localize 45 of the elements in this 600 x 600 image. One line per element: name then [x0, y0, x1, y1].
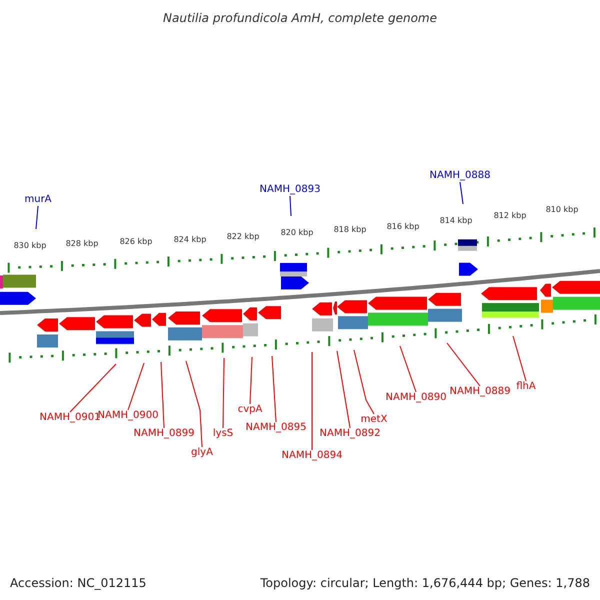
gene-label: murA — [24, 194, 52, 206]
leader-line — [290, 196, 292, 216]
leader-line — [400, 346, 416, 392]
gene-label: metX — [360, 414, 388, 426]
leader-line — [70, 364, 116, 412]
gene-label: lysS — [212, 428, 234, 440]
tick-label: 814 kbp — [440, 216, 472, 226]
tick-label: 816 kbp — [386, 222, 420, 232]
leader-line — [512, 336, 526, 382]
tick-label: 824 kbp — [174, 235, 206, 245]
leader-line — [160, 362, 164, 428]
leader-line — [336, 350, 350, 428]
gene-label: NAMH_0890 — [386, 392, 446, 404]
tick-label: 818 kbp — [334, 225, 366, 235]
gene-label: NAMH_0899 — [134, 428, 194, 440]
gene-label: NAMH_0888 — [430, 170, 490, 182]
leader-line — [222, 358, 224, 428]
leader-line — [128, 362, 144, 410]
footer-text: Topology: circular; Length: 1,676,444 bp; Genes: 1,788 — [260, 576, 590, 590]
gene-label: NAMH_0900 — [98, 410, 158, 422]
tick-label: 812 kbp — [494, 211, 526, 221]
tick-label: 826 kbp — [120, 237, 152, 247]
leader-line — [186, 360, 202, 448]
tick-label: 830 kbp — [14, 241, 46, 251]
leader-line — [272, 356, 276, 422]
leader-line — [36, 206, 38, 230]
tick-label: 828 kbp — [66, 239, 98, 249]
gene-label: cvpA — [238, 404, 262, 416]
leader-line — [446, 342, 480, 386]
gene-label: NAMH_0895 — [246, 422, 306, 434]
gene-label: NAMH_0889 — [450, 386, 510, 398]
gene-label: flhA — [516, 381, 536, 393]
gene-label: NAMH_0894 — [282, 450, 342, 462]
leader-line — [460, 182, 464, 204]
footer-text: Accession: NC_012115 — [10, 576, 146, 590]
tick-label: 820 kbp — [280, 228, 314, 238]
tick-label: 810 kbp — [546, 205, 578, 215]
gene-label: glyA — [191, 447, 213, 459]
tick-label: 822 kbp — [226, 232, 260, 242]
leader-line — [354, 350, 374, 414]
gene-label: NAMH_0892 — [320, 428, 380, 440]
gene-label: NAMH_0893 — [260, 184, 320, 196]
leader-line — [250, 356, 252, 404]
map-title: Nautilia profundicola AmH, complete genome — [163, 11, 437, 25]
gene-label: NAMH_0901 — [40, 412, 100, 424]
